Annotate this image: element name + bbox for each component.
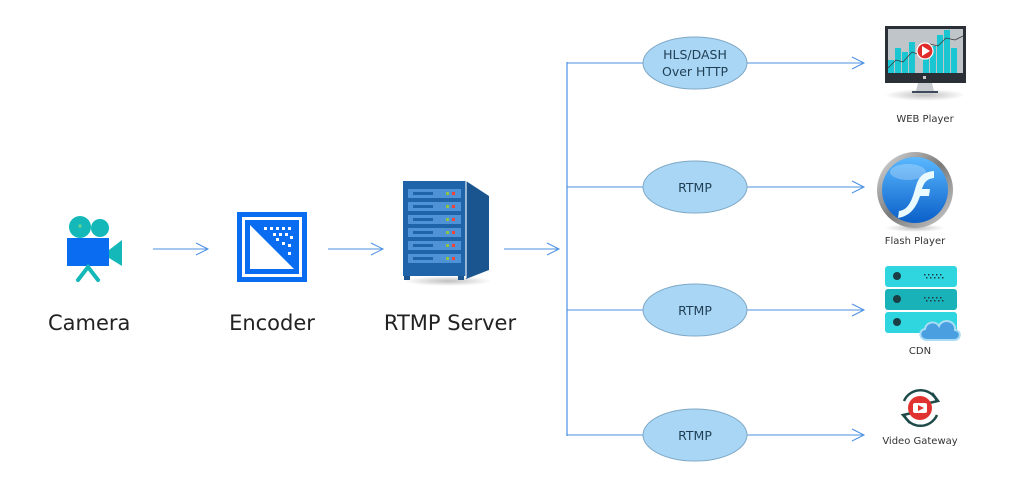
flash-logo-icon: [877, 152, 953, 232]
branch-cdn: [567, 303, 866, 317]
web-player-label: WEB Player: [896, 114, 954, 125]
video-gateway-sync-icon: [900, 388, 941, 428]
protocol-node-hls-dash: HLS/DASH Over HTTP: [642, 36, 748, 90]
edge-encoder-server: [328, 242, 385, 256]
edge-camera-encoder: [153, 242, 210, 256]
server-tower-icon: [403, 181, 492, 286]
cdn-server-cloud-icon: [885, 266, 961, 341]
edge-server-bus: [504, 242, 561, 256]
branch-gateway: [567, 428, 866, 442]
protocol-label-line1: HLS/DASH: [663, 47, 727, 62]
protocol-label: RTMP: [678, 428, 712, 443]
encoder-icon: [237, 212, 307, 282]
protocol-node-rtmp-flash: RTMP: [642, 160, 748, 214]
video-camera-icon: [67, 216, 122, 282]
protocol-node-rtmp-cdn: RTMP: [642, 283, 748, 337]
branch-flash: [567, 180, 866, 194]
protocol-node-rtmp-gateway: RTMP: [642, 408, 748, 462]
monitor-play-icon: [885, 26, 966, 101]
video-gateway-label: Video Gateway: [882, 436, 958, 447]
protocol-label: RTMP: [678, 180, 712, 195]
protocol-label: RTMP: [678, 303, 712, 318]
camera-label: Camera: [48, 311, 131, 335]
rtmp-server-label: RTMP Server: [383, 311, 517, 335]
encoder-label: Encoder: [229, 311, 315, 335]
status-dots: [924, 274, 944, 302]
flash-player-label: Flash Player: [884, 236, 946, 247]
server-drive-bays: [408, 189, 461, 263]
cdn-label: CDN: [908, 346, 932, 357]
protocol-label-line2: Over HTTP: [662, 64, 728, 79]
branch-web: [567, 56, 866, 70]
